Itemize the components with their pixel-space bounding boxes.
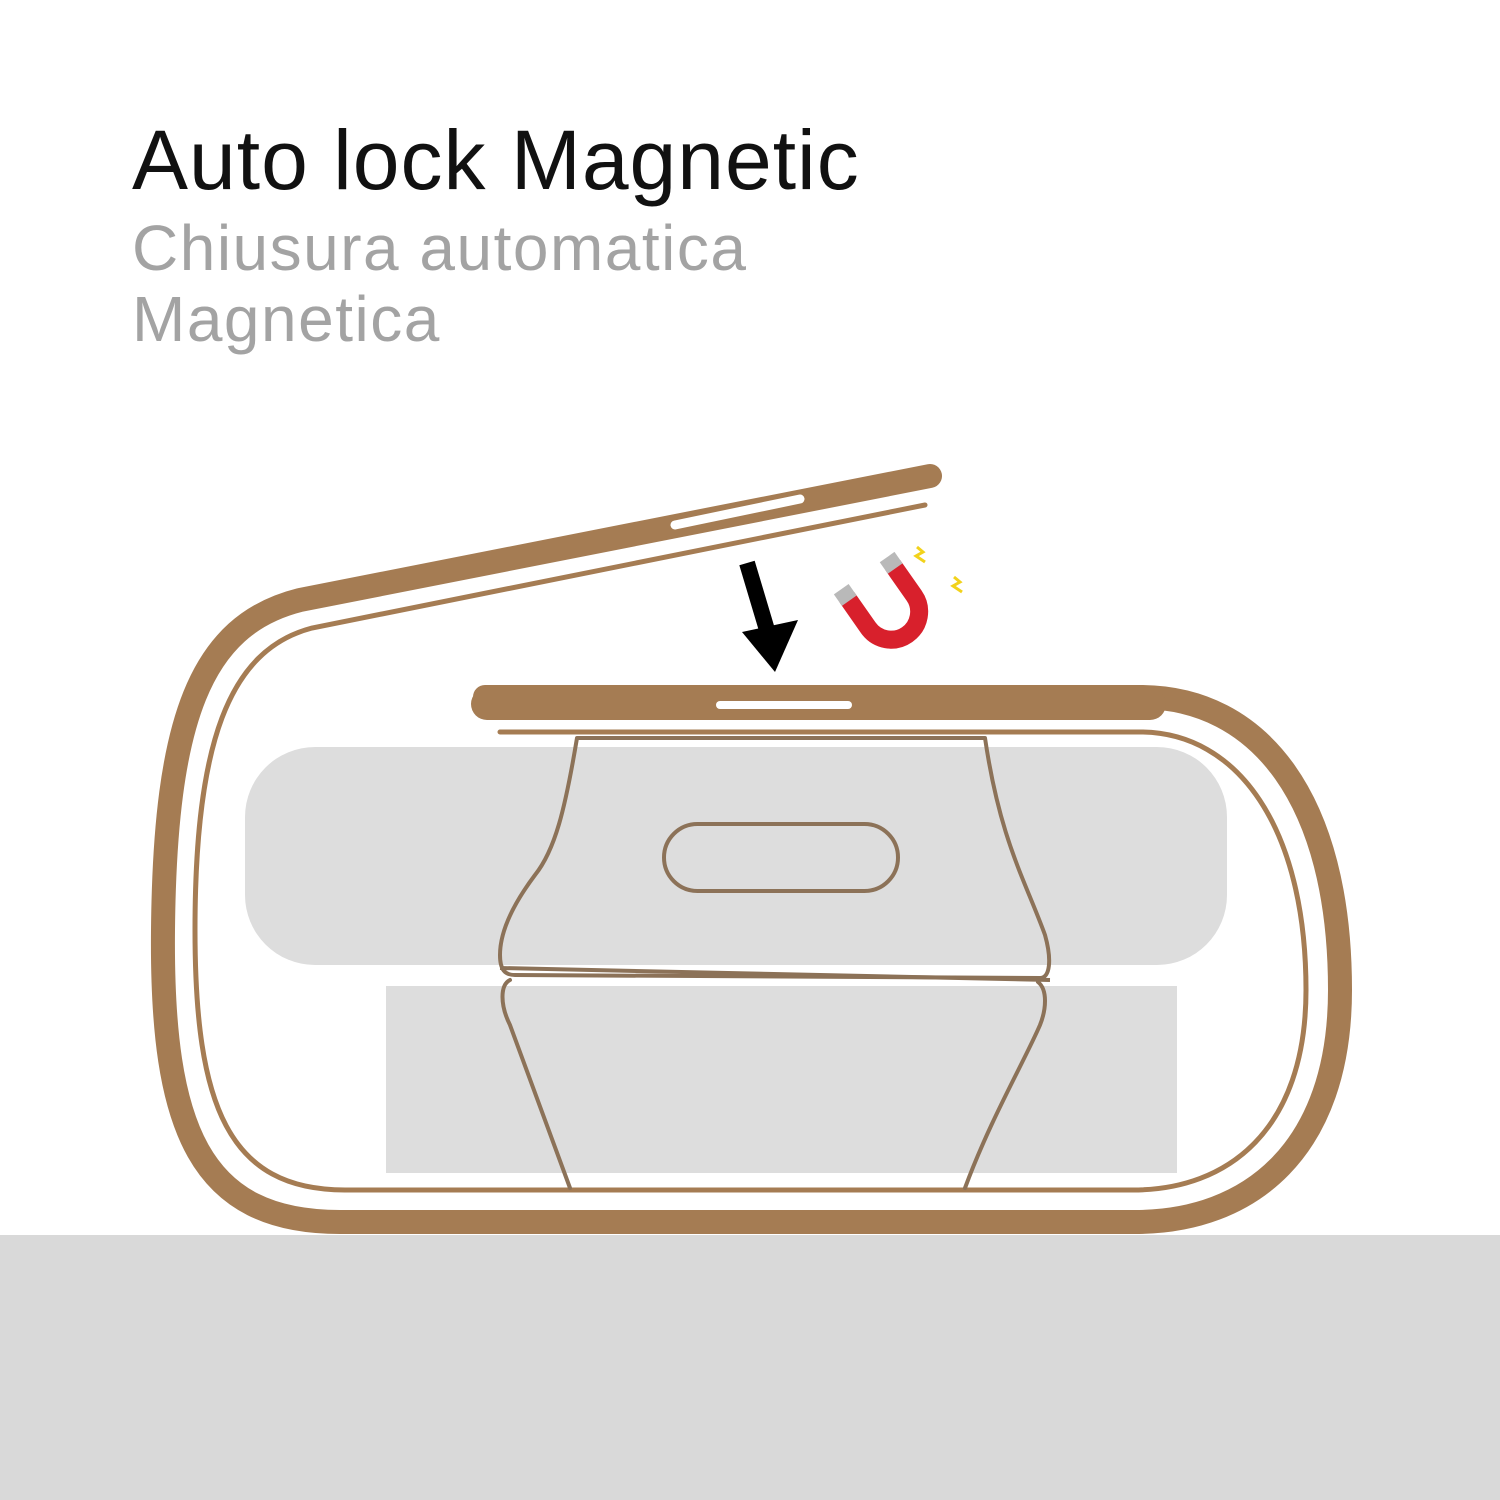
fabric-front-panel-lower — [500, 978, 1047, 1190]
subtitle-line-1: Chiusura automatica — [132, 212, 748, 284]
floor-surface — [0, 1235, 1500, 1500]
down-arrow-icon — [739, 560, 798, 672]
handle-hole — [662, 822, 900, 893]
box-inner-highlight — [177, 497, 1324, 1207]
fabric-front-panel — [498, 736, 1052, 980]
lid-slot — [670, 494, 805, 530]
insert-upper — [245, 747, 1227, 965]
subtitle-line-2: Magnetica — [132, 283, 441, 355]
fabric-fold-line — [499, 966, 1051, 982]
box-outer-shell — [150, 464, 1352, 1234]
page-title: Auto lock Magnetic — [132, 113, 860, 207]
insert-lower — [386, 986, 1177, 1173]
magnet-icon — [833, 551, 929, 649]
spark-icon — [913, 545, 963, 594]
box-inner-line — [192, 502, 1309, 1193]
